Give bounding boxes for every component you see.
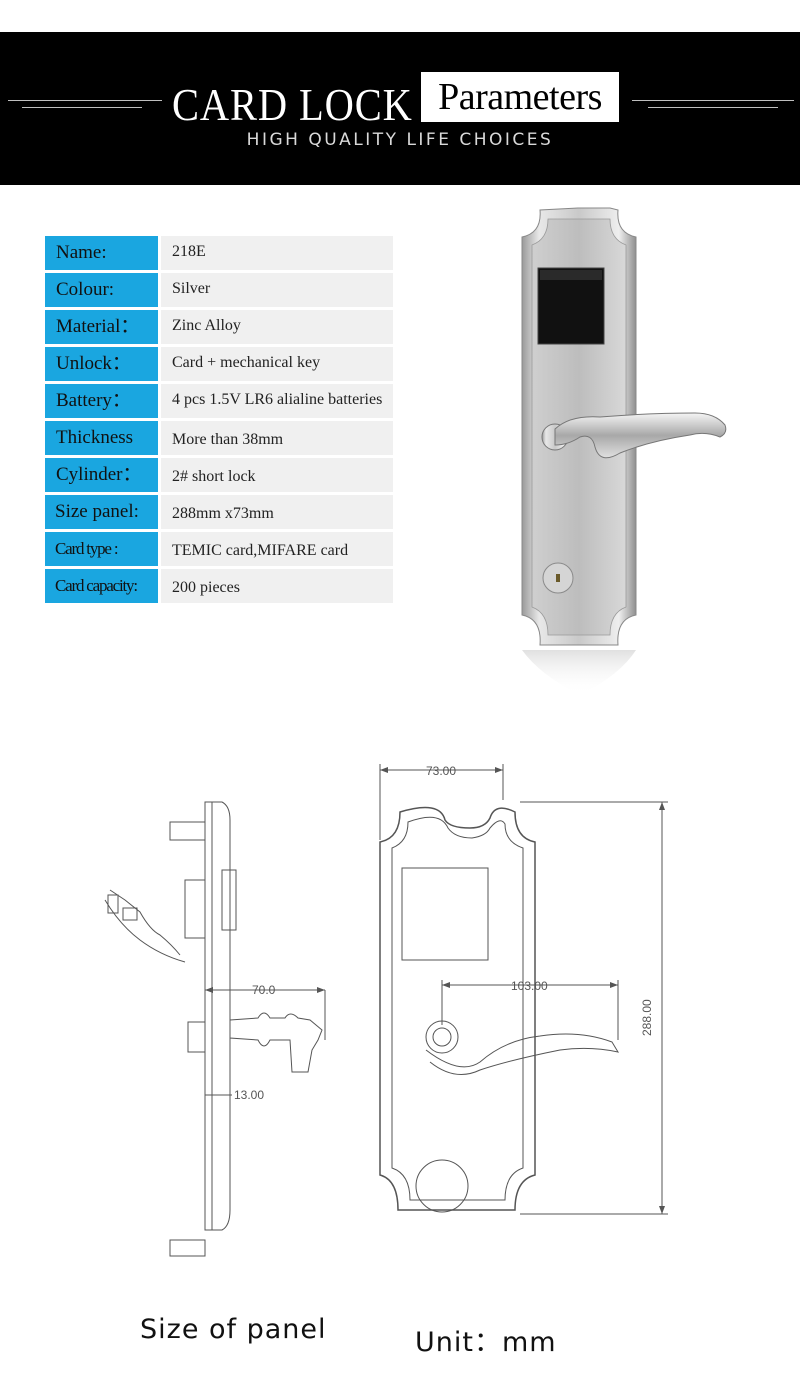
dim-width: 73.00 [426, 764, 457, 778]
dim-height: 288.00 [640, 999, 654, 1036]
param-label: Material： [45, 310, 158, 344]
param-label: Battery： [45, 384, 158, 418]
banner-rule-left [8, 100, 162, 101]
technical-drawing [104, 764, 668, 1257]
reflection [522, 650, 636, 695]
param-label: Name: [45, 236, 158, 270]
caption-size-of-panel: Size of panel [140, 1314, 327, 1345]
title-card-lock: CARD LOCK [172, 79, 413, 130]
param-label: Card capacity: [45, 569, 158, 603]
param-row-colour: Colour: Silver [45, 273, 393, 310]
param-row-card-type: Card type : TEMIC card,MIFARE card [45, 532, 393, 569]
header-banner: CARD LOCK Parameters HIGH QUALITY LIFE C… [0, 32, 800, 185]
banner-rule-right [632, 100, 794, 101]
param-value: 2# short lock [161, 458, 393, 492]
lock-product-image [521, 207, 727, 695]
param-label: Cylinder： [45, 458, 158, 492]
title-parameters: Parameters [421, 72, 619, 122]
banner-rule-right-2 [648, 107, 778, 108]
param-row-card-capacity: Card capacity: 200 pieces [45, 569, 393, 606]
param-value: 4 pcs 1.5V LR6 alialine batteries [161, 384, 393, 418]
dim-handle-length: 103.00 [511, 979, 548, 993]
param-label: Size panel: [45, 495, 158, 529]
dim-panel-thickness: 13.00 [234, 1088, 265, 1102]
lever-handle [554, 412, 727, 459]
param-row-cylinder: Cylinder： 2# short lock [45, 458, 393, 495]
param-value: 288mm x73mm [161, 495, 393, 529]
param-value: More than 38mm [161, 421, 393, 455]
parameter-table: Name: 218E Colour: Silver Material： Zinc… [45, 236, 393, 606]
param-value: 200 pieces [161, 569, 393, 603]
param-row-size-panel: Size panel: 288mm x73mm [45, 495, 393, 532]
param-row-material: Material： Zinc Alloy [45, 310, 393, 347]
param-label: Colour: [45, 273, 158, 307]
param-row-thickness: Thickness More than 38mm [45, 421, 393, 458]
param-row-battery: Battery： 4 pcs 1.5V LR6 alialine batteri… [45, 384, 393, 421]
banner-rule-left-2 [22, 107, 142, 108]
caption-unit: Unit：mm [415, 1327, 557, 1358]
subtitle: HIGH QUALITY LIFE CHOICES [246, 130, 554, 150]
card-reader-window [537, 267, 605, 345]
param-value: Card + mechanical key [161, 347, 393, 381]
param-value: TEMIC card,MIFARE card [161, 532, 393, 566]
dim-side-projection: 70.0 [252, 983, 276, 997]
param-label: Card type : [45, 532, 158, 566]
side-view-drawing [104, 801, 323, 1257]
param-row-unlock: Unlock： Card + mechanical key [45, 347, 393, 384]
param-row-name: Name: 218E [45, 236, 393, 273]
front-view-drawing [379, 806, 620, 1213]
param-value: Silver [161, 273, 393, 307]
param-label: Thickness [45, 421, 158, 455]
param-value: 218E [161, 236, 393, 270]
param-label: Unlock： [45, 347, 158, 381]
param-value: Zinc Alloy [161, 310, 393, 344]
